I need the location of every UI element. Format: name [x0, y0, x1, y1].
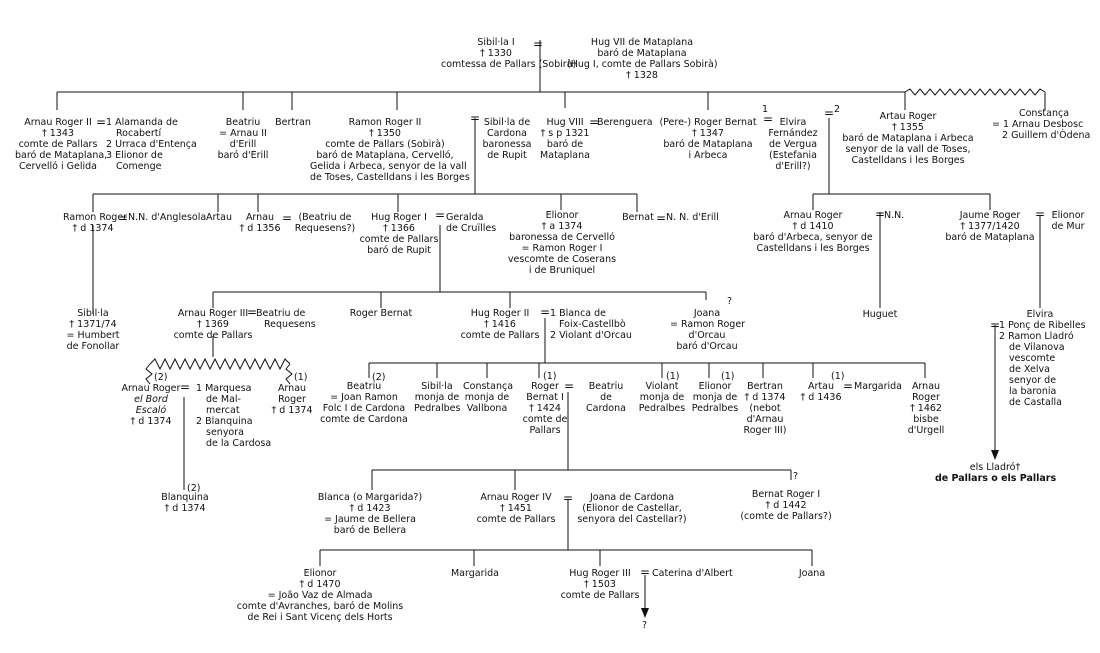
- marriage-symbol: =: [533, 37, 544, 51]
- marriage-symbol: =: [470, 111, 481, 125]
- lineage-lladro: els Lladró†de Pallars o els Pallars: [935, 462, 1057, 484]
- person-blanquina: Blanquina† d 1374: [161, 492, 209, 514]
- person-bernat: Bernat: [622, 212, 654, 223]
- marriage-number: (2): [154, 372, 168, 383]
- person-artau: Artau: [206, 212, 232, 223]
- marriage-symbol: =: [564, 379, 575, 393]
- marriage-symbol: =: [247, 305, 258, 319]
- marriage-symbol: =: [563, 491, 574, 505]
- marriage-symbol: =: [435, 208, 446, 222]
- person-roger-bernat: Roger Bernat: [349, 308, 413, 319]
- marriage-number: (2): [372, 372, 386, 383]
- marriage-symbol: =: [540, 305, 551, 319]
- marriage-number: (1): [294, 372, 308, 383]
- marriage-number: (1): [666, 371, 680, 382]
- marriage-number: (1): [543, 371, 557, 382]
- marriage-symbol: =: [640, 565, 651, 579]
- person-bertran: Bertran: [275, 117, 311, 128]
- marriage-symbol: =: [282, 211, 293, 225]
- marriage-symbol: =: [990, 318, 1001, 332]
- person-berenguera: Berenguera: [597, 117, 653, 128]
- marriage-number: 1: [762, 104, 769, 115]
- person-margarida-2: Margarida: [450, 568, 499, 579]
- person-caterina-albert: Caterina d'Albert: [652, 568, 733, 579]
- marriage-symbol: =: [96, 115, 107, 129]
- person-blanca: Blanca (o Margarida?)† d 1423= Jaume de …: [317, 492, 423, 536]
- marriage-symbol: =: [1035, 207, 1046, 221]
- marriage-symbol: =: [656, 211, 667, 225]
- marriage-number: 2: [834, 104, 841, 115]
- person-nn-anglesola: N.N. d'Anglesola: [128, 212, 207, 223]
- person-arnau-d1356: Arnau† d 1356: [239, 212, 281, 234]
- marriage-number: (1): [831, 371, 845, 382]
- uncertain-mark: ?: [793, 471, 799, 482]
- uncertain-mark: ?: [727, 296, 733, 307]
- person-ramon-roger-d1374: Ramon Roger† d 1374: [63, 212, 128, 234]
- marriage-symbol: =: [843, 379, 854, 393]
- marriage-symbol: =: [180, 380, 191, 394]
- person-artau-1436: Artau† d 1436: [800, 381, 842, 403]
- person-huguet: Huguet: [862, 309, 898, 320]
- person-bernat-roger-1: Bernat Roger I† d 1442(comte de Pallars?…: [740, 489, 832, 522]
- marriage-number: (1): [721, 371, 735, 382]
- person-nn: N.N.: [884, 210, 905, 221]
- person-nn-erill: N. N. d'Erill: [666, 212, 719, 223]
- marriage-symbol: =: [118, 211, 129, 225]
- marriage-symbol: =: [589, 115, 600, 129]
- marriage-symbol: =: [875, 207, 886, 221]
- marriage-number: (2): [187, 483, 201, 494]
- person-joana-2: Joana: [798, 568, 826, 579]
- person-elvira: Elvira: [1026, 309, 1054, 320]
- marriage-symbol: =: [824, 106, 835, 120]
- person-joana-cardona: Joana de Cardona(Elionor de Castellar,se…: [577, 492, 687, 525]
- person-margarida: Margarida: [854, 381, 903, 392]
- marriage-symbol: =: [763, 112, 774, 126]
- uncertain-mark: ?: [642, 620, 648, 631]
